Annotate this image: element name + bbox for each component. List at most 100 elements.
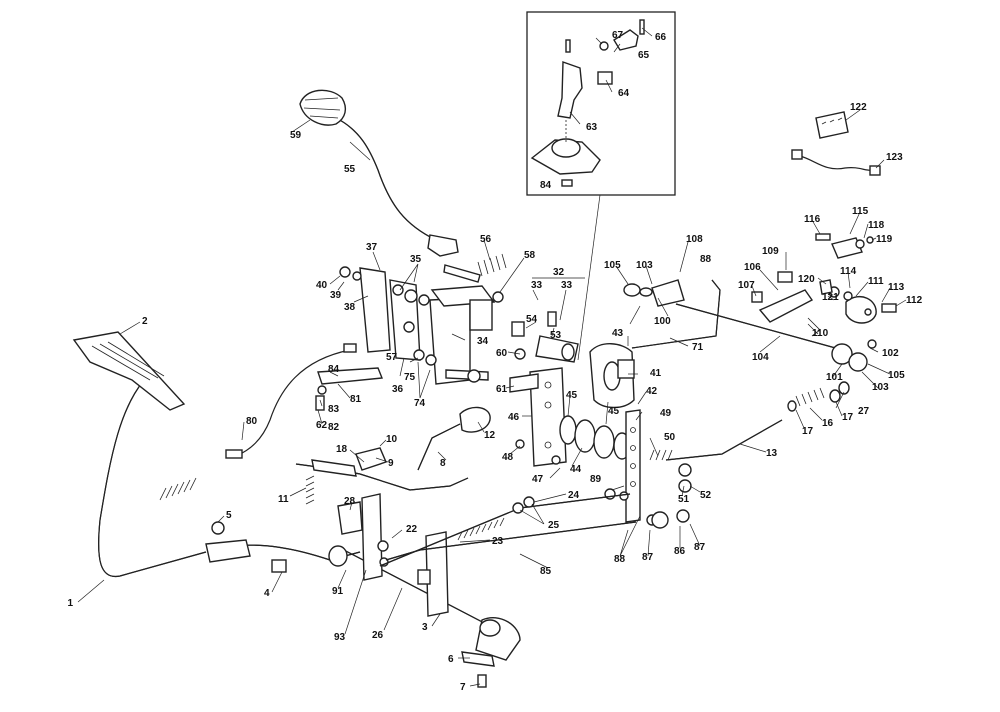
callout-103b: 103 xyxy=(872,382,889,393)
callout-33a: 33 xyxy=(531,280,543,291)
callout-28: 28 xyxy=(344,496,356,507)
callout-18: 18 xyxy=(336,444,348,455)
callout-75: 75 xyxy=(404,372,416,383)
callout-45b: 45 xyxy=(608,406,620,417)
callout-87b: 87 xyxy=(694,542,706,553)
callout-89: 89 xyxy=(590,474,602,485)
callout-81: 81 xyxy=(350,394,362,405)
callout-11: 11 xyxy=(278,494,289,505)
callout-60: 60 xyxy=(496,348,508,359)
callout-64: 64 xyxy=(618,88,630,99)
callout-107: 107 xyxy=(738,280,755,291)
callout-1: 1 xyxy=(67,598,73,609)
callout-labels: 1 2 3 4 5 6 7 8 9 10 11 12 13 16 17 17 1… xyxy=(67,30,922,693)
leader-lines xyxy=(77,27,907,687)
callout-88b: 88 xyxy=(700,254,712,265)
gear-lever xyxy=(299,89,507,283)
group-label-32: 32 xyxy=(553,267,565,278)
callout-38: 38 xyxy=(344,302,356,313)
callout-16: 16 xyxy=(822,418,834,429)
callout-36: 36 xyxy=(392,384,404,395)
right-shaft-assembly xyxy=(623,233,897,372)
callout-53: 53 xyxy=(550,330,562,341)
callout-45a: 45 xyxy=(566,390,578,401)
callout-87a: 87 xyxy=(642,552,654,563)
callout-121: 121 xyxy=(822,292,839,303)
bracket-assembly xyxy=(339,266,504,385)
callout-74: 74 xyxy=(414,398,426,409)
callout-88c: 88 xyxy=(614,554,626,565)
callout-114: 114 xyxy=(840,266,857,277)
callout-43: 43 xyxy=(612,328,624,339)
callout-39: 39 xyxy=(330,290,342,301)
callout-56: 56 xyxy=(480,234,492,245)
callout-122: 122 xyxy=(850,102,867,113)
callout-5: 5 xyxy=(226,510,232,521)
callout-83: 83 xyxy=(328,404,340,415)
callout-49: 49 xyxy=(660,408,672,419)
callout-103a: 103 xyxy=(636,260,653,271)
callout-26: 26 xyxy=(372,630,384,641)
callout-37: 37 xyxy=(366,242,378,253)
callout-61: 61 xyxy=(496,384,508,395)
callout-17b: 17 xyxy=(842,412,854,423)
callout-2: 2 xyxy=(142,316,148,327)
callout-86: 86 xyxy=(674,546,686,557)
callout-9: 9 xyxy=(388,458,394,469)
callout-34: 34 xyxy=(477,336,489,347)
callout-59: 59 xyxy=(290,130,302,141)
callout-91: 91 xyxy=(332,586,344,597)
callout-116: 116 xyxy=(804,214,821,225)
callout-13: 13 xyxy=(766,448,778,459)
wiring-harness xyxy=(791,111,881,176)
callout-57: 57 xyxy=(386,352,398,363)
callout-54: 54 xyxy=(526,314,538,325)
callout-22: 22 xyxy=(406,524,418,535)
callout-8: 8 xyxy=(440,458,446,469)
callout-66: 66 xyxy=(655,32,667,43)
callout-100: 100 xyxy=(654,316,671,327)
callout-123: 123 xyxy=(886,152,903,163)
callout-106: 106 xyxy=(744,262,761,273)
callout-27: 27 xyxy=(858,406,870,417)
cable-assembly xyxy=(159,343,383,501)
callout-52: 52 xyxy=(700,490,712,501)
inset-parts xyxy=(530,19,645,187)
callout-67: 67 xyxy=(612,30,624,41)
callout-47: 47 xyxy=(532,474,544,485)
callout-44: 44 xyxy=(570,464,582,475)
callout-110: 110 xyxy=(812,328,829,339)
callout-55: 55 xyxy=(344,164,356,175)
callout-50: 50 xyxy=(664,432,676,443)
inset-leader xyxy=(577,194,601,361)
callout-104: 104 xyxy=(752,352,769,363)
callout-12: 12 xyxy=(484,430,496,441)
callout-112: 112 xyxy=(906,295,923,306)
callout-10: 10 xyxy=(386,434,398,445)
callout-58: 58 xyxy=(524,250,536,261)
callout-84b: 84 xyxy=(540,180,552,191)
callout-108: 108 xyxy=(686,234,703,245)
callout-23: 23 xyxy=(492,536,504,547)
callout-119: 119 xyxy=(876,234,893,245)
callout-65: 65 xyxy=(638,50,650,61)
callout-105a: 105 xyxy=(604,260,621,271)
callout-118: 118 xyxy=(868,220,885,231)
callout-85: 85 xyxy=(540,566,552,577)
callout-93: 93 xyxy=(334,632,346,643)
rod-and-spring xyxy=(604,381,850,529)
callout-102: 102 xyxy=(882,348,899,359)
callout-51: 51 xyxy=(678,494,690,505)
callout-82: 82 xyxy=(328,422,340,433)
callout-24: 24 xyxy=(568,490,580,501)
callout-46: 46 xyxy=(508,412,520,423)
callout-41: 41 xyxy=(650,368,662,379)
callout-63: 63 xyxy=(586,122,598,133)
callout-113: 113 xyxy=(888,282,905,293)
callout-7: 7 xyxy=(460,682,466,693)
callout-35: 35 xyxy=(410,254,422,265)
callout-80: 80 xyxy=(246,416,258,427)
callout-4: 4 xyxy=(264,588,270,599)
callout-25b: 25 xyxy=(548,520,560,531)
callout-17a: 17 xyxy=(802,426,814,437)
